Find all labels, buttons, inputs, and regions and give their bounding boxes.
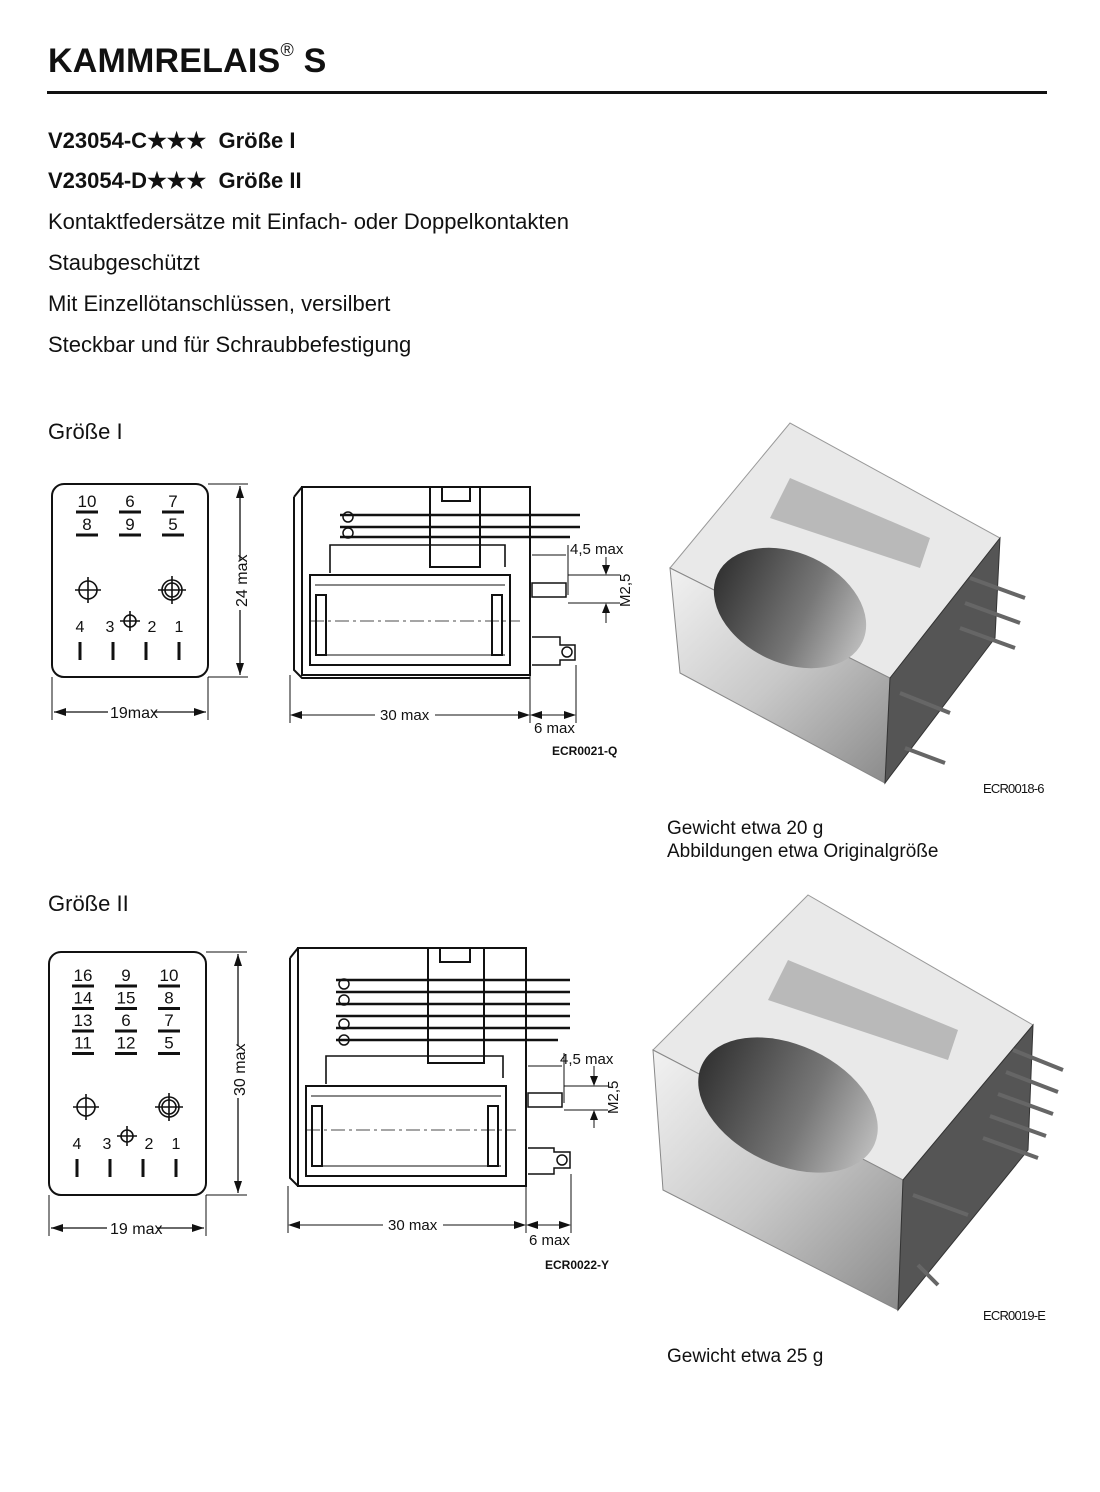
coil-pin-label: 3 <box>103 1136 112 1153</box>
type-size: Größe I <box>218 128 296 153</box>
pin-label: 10 <box>78 492 97 511</box>
coil-pin-label: 4 <box>76 619 85 636</box>
front-view-drawing-size-1: 10 8 6 9 7 5 4 3 2 1 24 max 19max <box>51 483 251 722</box>
length-dimension: 30 max <box>388 1217 438 1234</box>
pin-labels: 16 14 13 11 9 15 6 12 10 8 7 5 <box>72 966 180 1055</box>
pin-length-dimension: 6 max <box>534 720 575 737</box>
coil-pin-label: 1 <box>172 1136 181 1153</box>
relay-photo-size-1 <box>669 422 1026 785</box>
photo-code: ECR0018-6 <box>983 781 1045 796</box>
front-view-drawing-size-2: 16 14 13 11 9 15 6 12 10 8 7 5 4 3 2 1 30 max 19 max <box>48 951 249 1238</box>
coil-pin-label: 2 <box>145 1136 154 1153</box>
type-line-1: V23054-C★★★ Größe I <box>48 128 295 154</box>
feature-line: Kontaktfedersätze mit Einfach- oder Dopp… <box>48 209 569 234</box>
drawing-code: ECR0022-Y <box>545 1258 609 1272</box>
height-dimension: 24 max <box>234 555 251 607</box>
thread-dimension: M2,5 <box>605 1081 622 1114</box>
weight-caption: Gewicht etwa 25 g <box>667 1346 824 1367</box>
pin-label: 5 <box>168 515 177 534</box>
relay-photo-size-2 <box>652 894 1064 1312</box>
screw-length-dimension: 4,5 max <box>570 541 624 558</box>
coil-pin-label: 4 <box>73 1136 82 1153</box>
registered-mark: ® <box>280 40 294 60</box>
pin-label: 11 <box>74 1034 92 1053</box>
weight-caption: Gewicht etwa 20 g <box>667 818 824 839</box>
type-code: V23054-C★★★ <box>48 128 207 153</box>
thread-dimension: M2,5 <box>617 574 634 607</box>
pin-label: 12 <box>117 1034 136 1053</box>
pin-label: 13 <box>74 1011 93 1030</box>
coil-pins: 4 3 2 1 <box>73 1136 181 1177</box>
section-heading-size-2: Größe II <box>48 891 129 916</box>
pin-label: 6 <box>125 492 134 511</box>
feature-line: Mit Einzellötanschlüssen, versilbert <box>48 291 391 316</box>
mounting-hole <box>75 576 186 631</box>
pin-labels: 10 8 6 9 7 5 <box>76 492 184 537</box>
type-code: V23054-D★★★ <box>48 168 207 193</box>
pin-label: 14 <box>74 989 93 1008</box>
type-size: Größe II <box>218 168 302 193</box>
feature-line: Steckbar und für Schraubbefestigung <box>48 332 412 357</box>
coil-pin-label: 3 <box>106 619 115 636</box>
screw-length-dimension: 4,5 max <box>560 1051 614 1068</box>
side-view-drawing-size-2: 30 max 6 max 4,5 max M2,5 ECR0022-Y <box>287 947 622 1272</box>
pin-length-dimension: 6 max <box>529 1232 570 1249</box>
coil-pins: 4 3 2 1 <box>76 619 184 660</box>
pin-label: 16 <box>74 966 93 985</box>
side-view-drawing-size-1: 30 max 6 max 4,5 max M2,5 ECR0021-Q <box>289 486 634 758</box>
section-heading-size-1: Größe I <box>48 419 123 444</box>
pin-label: 7 <box>164 1011 173 1030</box>
pin-label: 15 <box>117 989 136 1008</box>
coil-pin-label: 1 <box>175 619 184 636</box>
height-dimension: 30 max <box>232 1044 249 1096</box>
pin-label: 5 <box>164 1034 173 1053</box>
length-dimension: 30 max <box>380 707 430 724</box>
pin-label: 10 <box>160 966 179 985</box>
scale-note: Abbildungen etwa Originalgröße <box>667 841 939 862</box>
mounting-hole <box>73 1093 183 1146</box>
title-text: KAMMRELAIS <box>48 42 281 80</box>
pin-label: 8 <box>82 515 91 534</box>
feature-line: Staubgeschützt <box>48 250 200 275</box>
pin-label: 7 <box>168 492 177 511</box>
photo-code: ECR0019-E <box>983 1308 1046 1323</box>
title-rule <box>47 91 1047 94</box>
type-line-2: V23054-D★★★ Größe II <box>48 168 302 194</box>
page-title: KAMMRELAIS® S <box>48 40 327 81</box>
title-suffix: S <box>303 42 327 80</box>
coil-pin-label: 2 <box>148 619 157 636</box>
pin-label: 6 <box>121 1011 130 1030</box>
drawing-code: ECR0021-Q <box>552 744 617 758</box>
pin-label: 9 <box>121 966 130 985</box>
width-dimension: 19max <box>110 705 158 722</box>
pin-label: 9 <box>125 515 134 534</box>
width-dimension: 19 max <box>110 1221 162 1238</box>
pin-label: 8 <box>164 989 173 1008</box>
